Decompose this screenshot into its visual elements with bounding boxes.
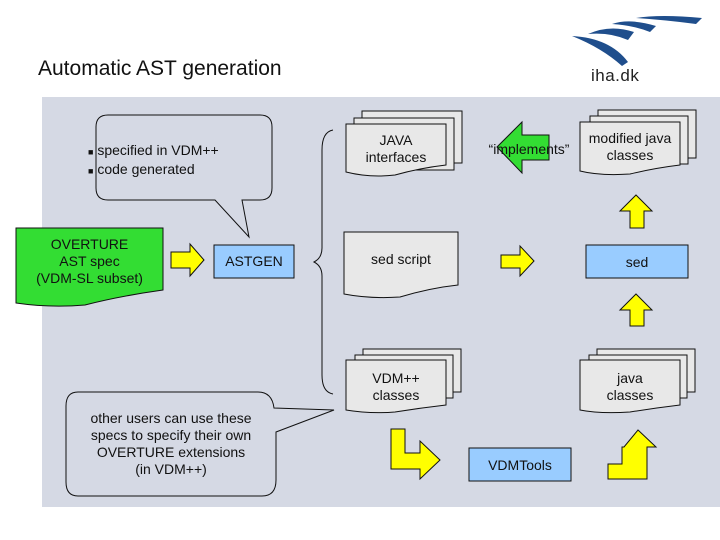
line: JAVA: [379, 132, 413, 148]
line: modified java: [588, 130, 672, 146]
line: interfaces: [365, 149, 427, 165]
vdmtools-label: VDMTools: [488, 457, 552, 473]
sed-script-label: sed script: [371, 251, 431, 267]
vdm-classes-doc: [345, 348, 462, 414]
line: classes: [606, 387, 654, 403]
iha-logo-icon: [572, 16, 702, 66]
line: (in VDM++): [135, 461, 207, 477]
arrow-up-icon: [618, 293, 654, 327]
vdm-classes-label: VDM++ classes: [346, 370, 446, 404]
line: classes: [606, 147, 654, 163]
java-interfaces-label: JAVA interfaces: [346, 132, 446, 166]
sed-label: sed: [625, 254, 649, 270]
callout-bottom: [65, 391, 335, 497]
source-doc-label: OVERTURE AST spec (VDM-SL subset): [16, 236, 163, 287]
arrow-right-icon: [500, 244, 535, 278]
slide-title: Automatic AST generation: [38, 57, 282, 80]
astgen-box: [213, 244, 295, 279]
sed-box: [585, 244, 689, 279]
source-doc-shape: [15, 227, 164, 307]
line: other users can use these: [90, 410, 252, 426]
vdmtools-box: [468, 447, 572, 482]
line: classes: [372, 387, 420, 403]
bent-arrow-icon: [390, 428, 441, 481]
line: java: [617, 370, 643, 386]
line: (VDM-SL subset): [36, 270, 143, 286]
bullet: specified in VDM++: [97, 142, 219, 158]
java-classes-doc: [579, 348, 696, 414]
logo-text: iha.dk: [591, 66, 640, 85]
implements-arrow-icon: [496, 120, 550, 175]
line: OVERTURE extensions: [96, 444, 246, 460]
arrow-right-icon: [170, 242, 205, 278]
line: OVERTURE: [50, 236, 129, 252]
line: AST spec: [59, 253, 120, 269]
brace: [312, 129, 334, 395]
sed-script-doc: [343, 231, 459, 299]
java-interfaces-doc: [345, 110, 463, 177]
modified-java-label: modified java classes: [580, 130, 680, 164]
callout-bottom-text: other users can use these specs to speci…: [66, 410, 276, 478]
arrow-up-icon: [618, 194, 654, 229]
callout-top-text: ■ specified in VDM++ ■ code generated: [88, 142, 219, 177]
modified-java-doc: [579, 109, 697, 176]
callout-top: [95, 114, 273, 239]
java-classes-label: java classes: [580, 370, 680, 404]
bullet: code generated: [97, 161, 195, 177]
astgen-label: ASTGEN: [225, 253, 283, 269]
line: VDM++: [372, 370, 420, 386]
line: specs to specify their own: [90, 427, 252, 443]
implements-label: “implements”: [488, 141, 570, 157]
bent-arrow-icon: [607, 429, 658, 480]
